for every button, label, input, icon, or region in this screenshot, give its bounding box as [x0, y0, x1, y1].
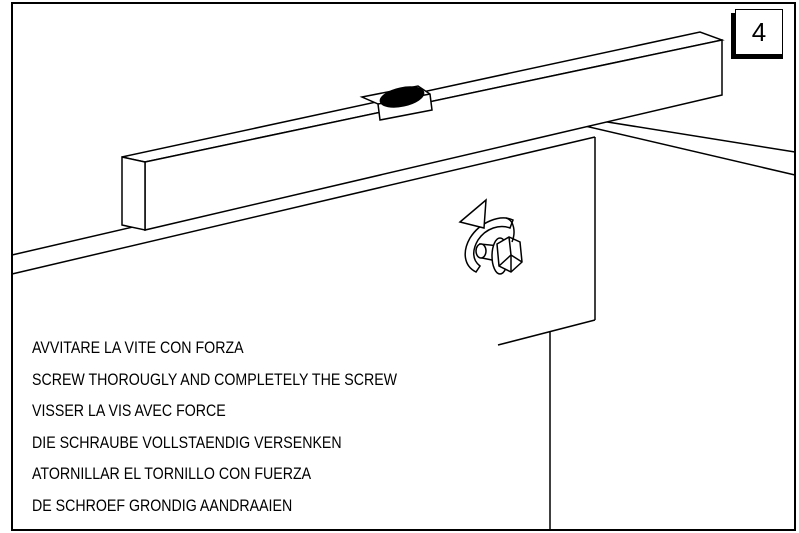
level-bubble [379, 86, 425, 108]
level-end-face [121, 156, 146, 231]
right-panel-edge [584, 125, 796, 176]
lower-panel-diagonal [497, 319, 596, 346]
rotation-arrow-tail [505, 217, 515, 243]
step-number-shadow-left [731, 13, 735, 59]
screw-hex-edge-3 [498, 254, 512, 267]
instruction-french: VISSER LA VIS AVEC FORCE [32, 402, 226, 421]
spirit-level-icon [121, 31, 725, 231]
instruction-list: AVVITARE LA VITE CON FORZA SCREW THOROUG… [32, 333, 457, 523]
step-number-shadow-bottom [735, 55, 783, 59]
screw-hex-edge-1 [508, 236, 512, 256]
instruction-german: DIE SCHRAUBE VOLLSTAENDIG VERSENKEN [32, 433, 342, 452]
rotation-arrow-head [458, 198, 487, 229]
screw-hex-edge-2 [510, 254, 523, 263]
rotation-arrow-body [464, 217, 514, 273]
clockwise-arrow-icon [458, 198, 515, 273]
instruction-spanish: ATORNILLAR EL TORNILLO CON FUERZA [32, 465, 312, 484]
screw-shank-end [475, 243, 487, 259]
hex-screw-icon [475, 236, 523, 275]
frame [11, 2, 796, 531]
instruction-italian: AVVITARE LA VITE CON FORZA [32, 339, 244, 357]
side-panel-top-edge-inner [11, 136, 596, 275]
step-number: 4 [735, 9, 783, 55]
instruction-english: SCREW THOROUGLY AND COMPLETELY THE SCREW [32, 370, 398, 389]
instruction-dutch: DE SCHROEF GRONDIG AANDRAAIEN [32, 496, 293, 515]
